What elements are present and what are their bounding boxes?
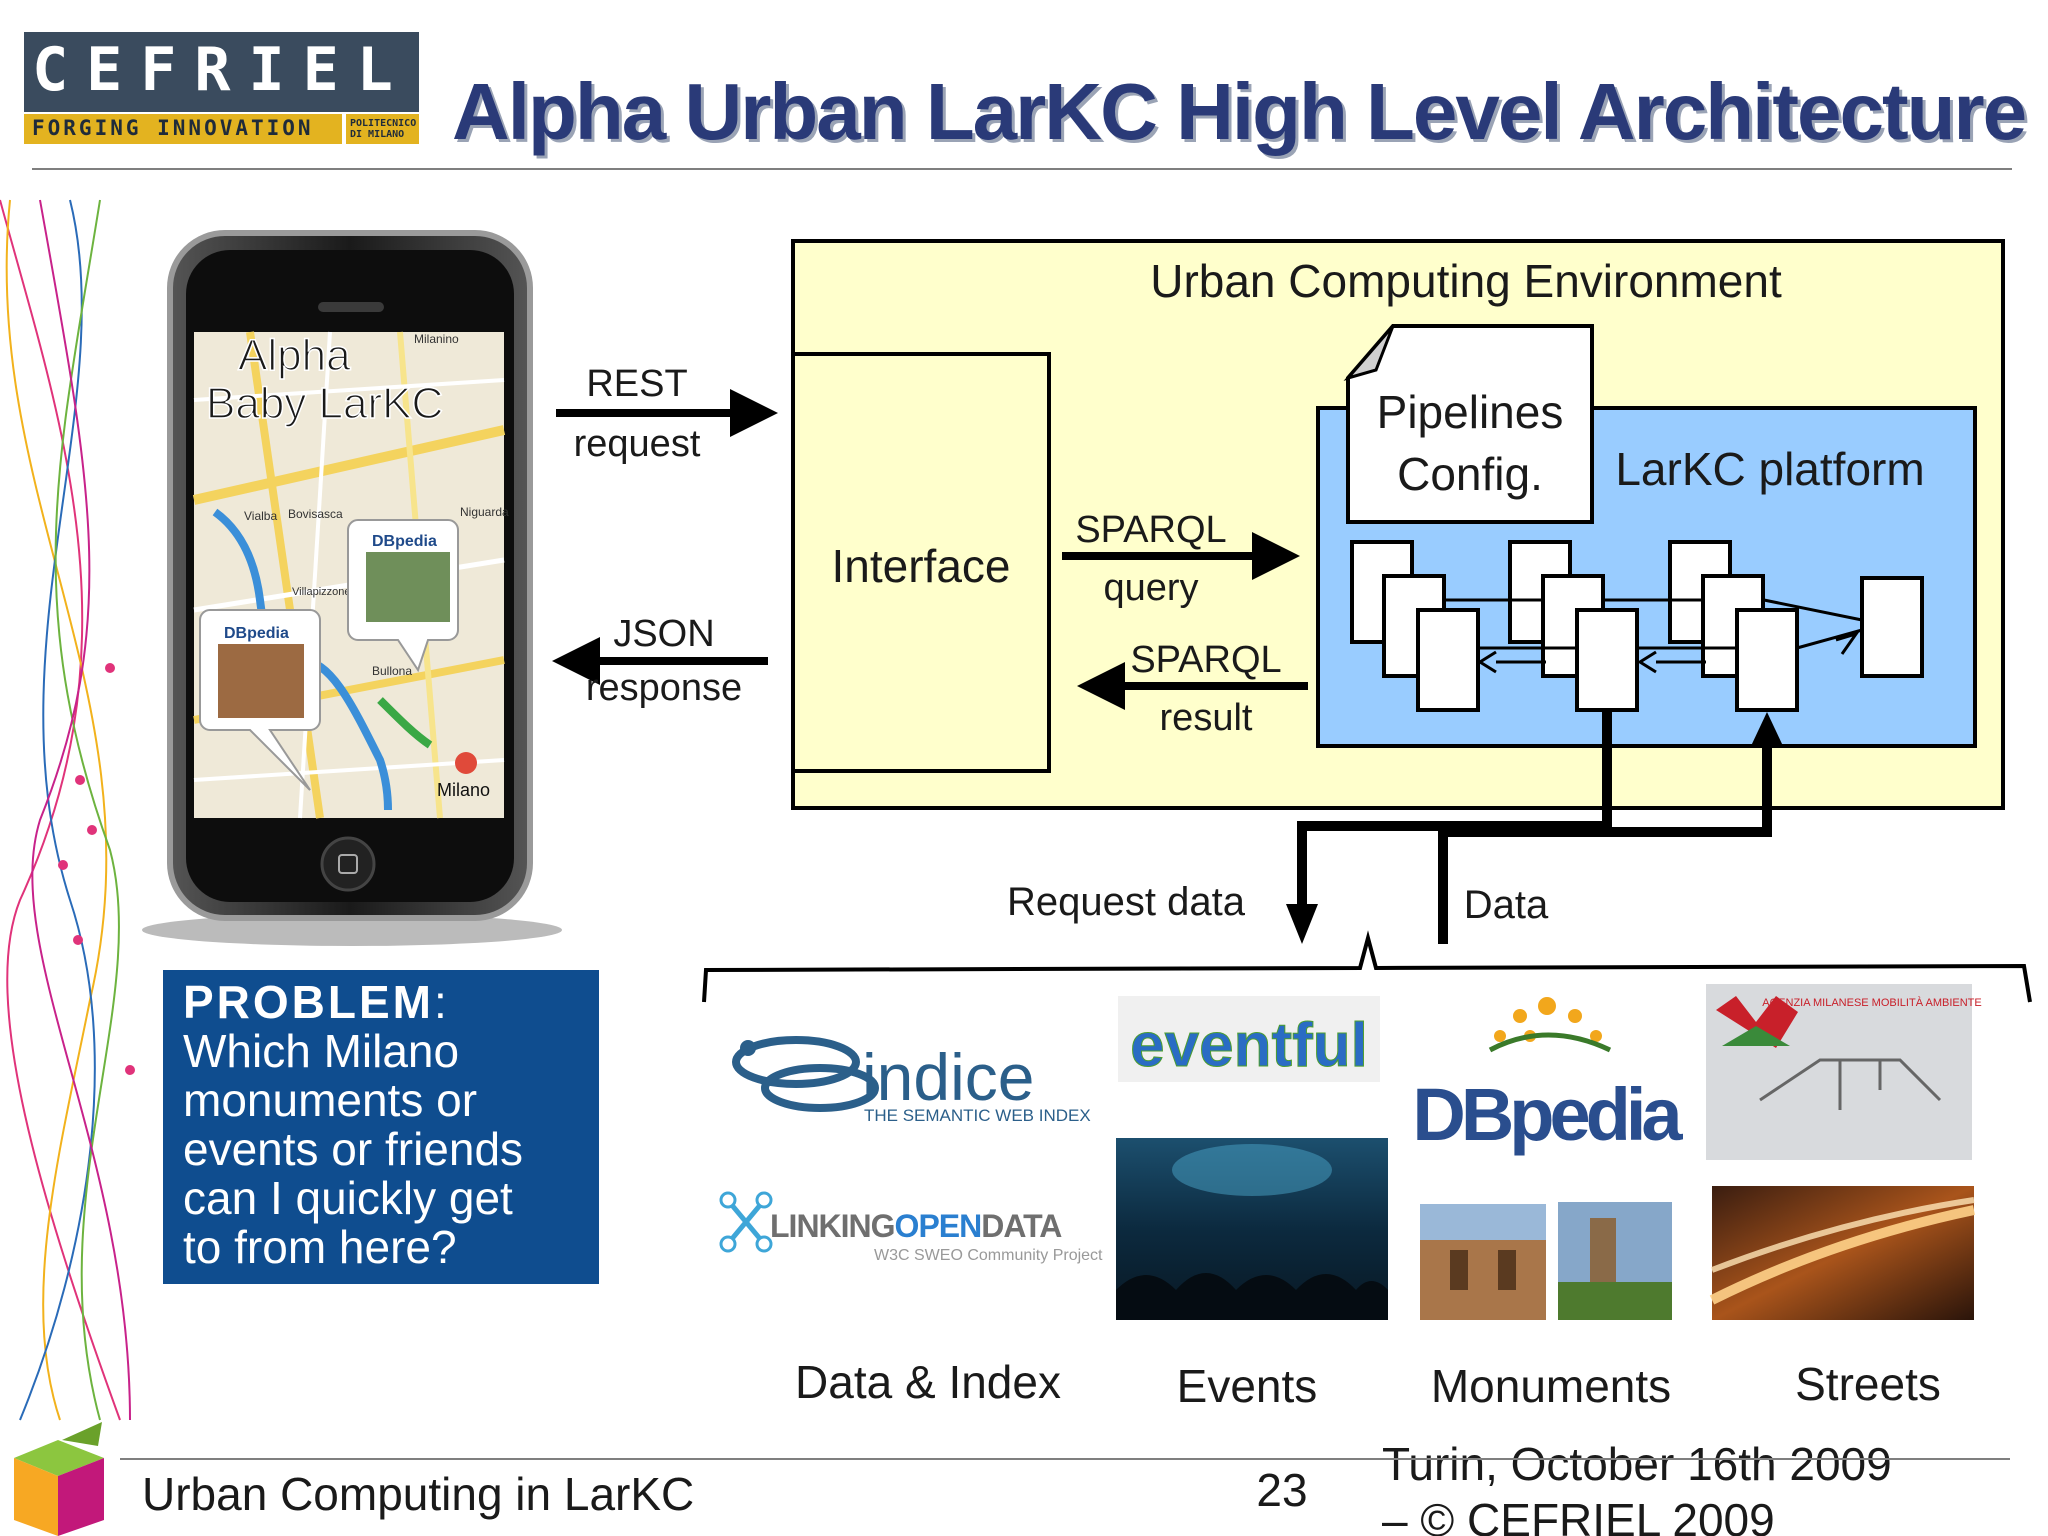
callout-logo: DBpedia [224, 625, 289, 642]
problem-line: Which Milano [183, 1025, 460, 1077]
events-photo [1116, 1138, 1388, 1320]
footer-right-line1: Turin, October 16th 2009 [1382, 1438, 1892, 1490]
plugin-pipeline [1350, 540, 1924, 712]
category-monuments: Monuments [1431, 1360, 1671, 1412]
category-data-index: Data & Index [795, 1356, 1061, 1408]
data-flow-lines [1297, 710, 1772, 944]
interface-box [791, 352, 1051, 773]
indice-name: indice [862, 1040, 1034, 1114]
json-line1: JSON [613, 613, 714, 655]
footer-page-number: 23 [1256, 1464, 1307, 1516]
problem-colon: : [434, 976, 447, 1028]
footer-right-line2: – © CEFRIEL 2009 [1382, 1494, 1775, 1536]
map-label: Milano [437, 780, 490, 800]
streets-photo [1709, 1186, 1976, 1320]
title-divider [32, 168, 2012, 170]
footer-divider [120, 1458, 2010, 1460]
sparql-query-line2: query [1103, 567, 1198, 609]
indice-logo: indice THE SEMANTIC WEB INDEX [732, 1036, 1091, 1125]
environment-label: Urban Computing Environment [1150, 255, 1782, 307]
problem-heading: PROBLEM [183, 976, 434, 1028]
map-label: Villapizzone [292, 586, 351, 598]
logo-dark-band [24, 32, 419, 112]
page-title: Alpha Urban LarKC High Level Architectur… [452, 67, 2027, 156]
problem-box [163, 970, 599, 1284]
map-label: Vialba [244, 509, 277, 523]
lod-sub: W3C SWEO Community Project [874, 1247, 1103, 1264]
lod-part3: DATA [981, 1208, 1062, 1244]
linking-open-data-logo: LINKINGOPENDATA W3C SWEO Community Proje… [719, 1191, 1103, 1264]
map-label: Bovisasca [288, 507, 343, 521]
logo-tagline: FORGING INNOVATION [32, 116, 314, 140]
problem-text: PROBLEM: Which Milano monuments or event… [183, 978, 523, 1272]
phone-map-screen: Alpha Baby LarKC Milanino Milano Bovisas… [192, 330, 509, 819]
map-label: Niguarda [460, 505, 509, 519]
problem-line: can I quickly get [183, 1172, 513, 1224]
data-arrowhead [1751, 712, 1783, 746]
pipelines-line2: Config. [1397, 448, 1543, 500]
pipelines-line1: Pipelines [1377, 386, 1564, 438]
indice-sub: THE SEMANTIC WEB INDEX [864, 1106, 1091, 1125]
decorative-curves [0, 199, 135, 1421]
map-label: Milanino [414, 332, 459, 346]
eventful-name: eventful [1130, 1011, 1368, 1080]
sparql-result-line1: SPARQL [1130, 639, 1281, 681]
callout-logo: DBpedia [372, 533, 437, 550]
sources-bracket [702, 930, 2032, 1003]
category-streets: Streets [1795, 1358, 1941, 1410]
phone-title-line1: Alpha [238, 331, 351, 380]
agenzia-mobilita-logo: AGENZIA MILANESE MOBILITÀ AMBIENTE [1706, 984, 1982, 1160]
problem-line: to from here? [183, 1221, 457, 1273]
svg-text:LINKINGOPENDATA: LINKINGOPENDATA [770, 1208, 1062, 1244]
dbpedia-name: DBpedia [1412, 1073, 1683, 1156]
logo-gold-band-small [346, 114, 419, 144]
logo-text: CEFRIEL [32, 35, 411, 105]
interface-label: Interface [832, 540, 1011, 592]
platform-label: LarKC platform [1615, 443, 1924, 495]
logo-gold-band [24, 114, 342, 144]
data-label: Data [1464, 883, 1549, 927]
request-data-arrowhead [1286, 904, 1318, 944]
footer-left: Urban Computing in LarKC [142, 1468, 694, 1520]
logo-sub: POLITECNICO DI MILANO [350, 118, 417, 140]
phone-mockup: Alpha Baby LarKC Milanino Milano Bovisas… [142, 230, 562, 946]
sparql-result-line2: result [1160, 697, 1253, 739]
monuments-photos [1420, 1202, 1672, 1320]
document-fold-icon [1343, 325, 1395, 381]
map-label: Bullona [372, 664, 412, 678]
larkc-cube-logo [14, 1422, 104, 1536]
lod-part1: LINKING [770, 1208, 895, 1244]
category-events: Events [1177, 1360, 1318, 1412]
sparql-query-line1: SPARQL [1075, 509, 1226, 551]
json-line2: response [586, 667, 742, 709]
eventful-logo: eventful [1118, 996, 1380, 1082]
dbpedia-logo: DBpedia [1412, 997, 1688, 1156]
problem-line: events or friends [183, 1123, 524, 1175]
cefriel-logo: CEFRIEL FORGING INNOVATION POLITECNICO D… [24, 32, 419, 144]
rest-line1: REST [586, 363, 687, 405]
plugin-connectors [1445, 598, 1863, 674]
request-data-label: Request data [1007, 880, 1246, 924]
agenzia-name: AGENZIA MILANESE MOBILITÀ AMBIENTE [1762, 996, 1981, 1009]
lod-part2: OPEN [895, 1208, 982, 1244]
rest-line2: request [574, 423, 701, 465]
problem-line: monuments or [183, 1074, 478, 1126]
phone-title-line2: Baby LarKC [206, 379, 443, 428]
